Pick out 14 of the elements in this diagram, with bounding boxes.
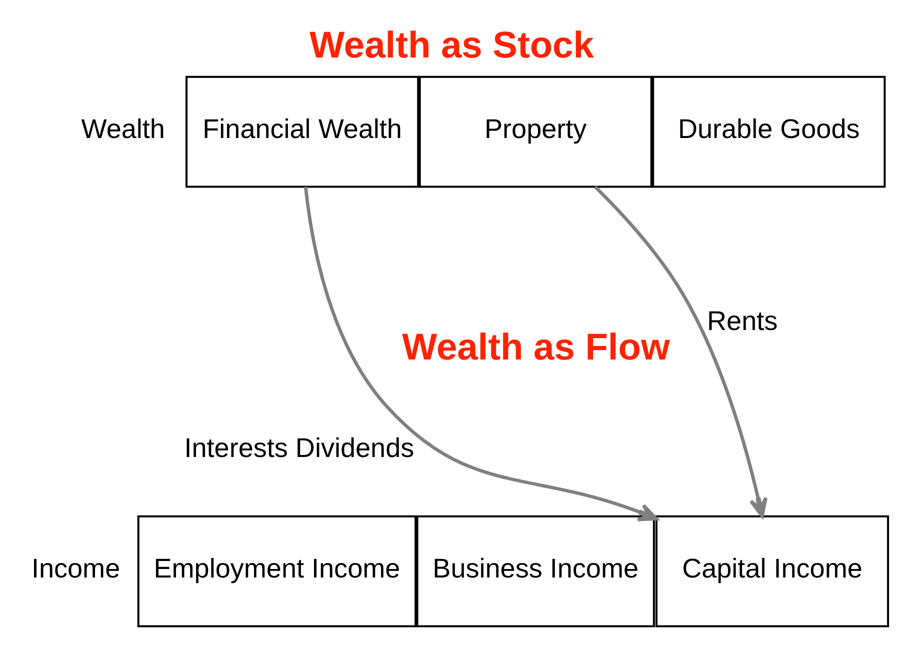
node-box: Employment Income: [137, 515, 417, 628]
diagram-title: Wealth as Stock: [310, 24, 594, 66]
edge-label: Interests Dividends: [184, 432, 414, 463]
node-box: Capital Income: [655, 515, 890, 628]
node-box: Durable Goods: [652, 76, 886, 188]
label: Wealth: [81, 114, 165, 144]
node-box: Business Income: [416, 515, 655, 628]
arrow: [304, 186, 658, 522]
node-box: Financial Wealth: [186, 76, 420, 188]
edge-label: Rents: [707, 306, 778, 336]
arrow: [594, 186, 768, 518]
node-box: Property: [418, 76, 652, 188]
label: Wealth as Flow: [402, 325, 670, 368]
label: Income: [31, 554, 120, 584]
